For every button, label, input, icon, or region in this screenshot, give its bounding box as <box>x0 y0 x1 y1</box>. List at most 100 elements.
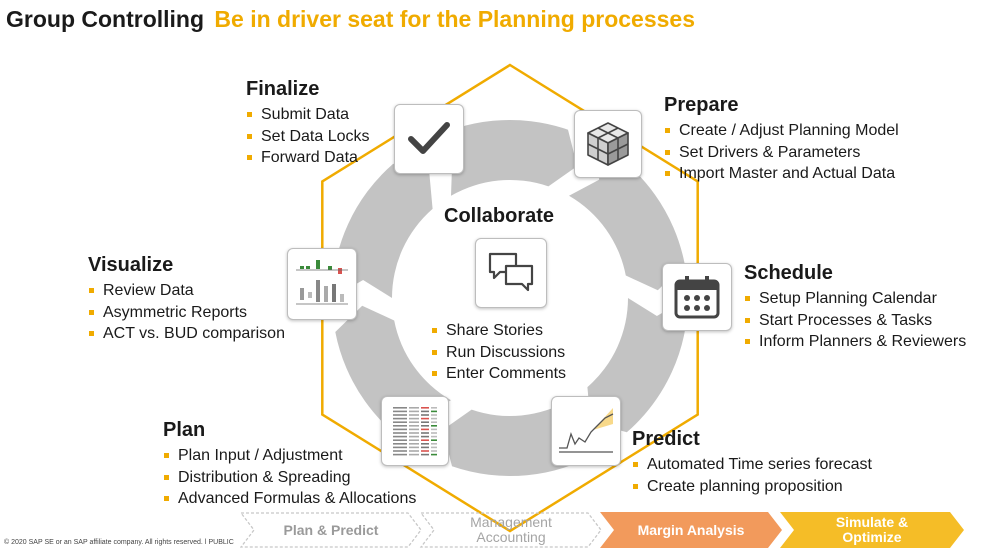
grid-cell <box>431 439 437 441</box>
list-item: Enter Comments <box>431 363 566 385</box>
grid-cell <box>421 421 429 423</box>
grid-cell <box>421 425 429 427</box>
report-bar <box>328 266 332 270</box>
grid-cell <box>431 428 437 431</box>
grid-cell <box>393 410 407 413</box>
report-bar <box>324 286 328 302</box>
step-plan-predict[interactable]: Plan & Predict <box>240 512 422 548</box>
schedule-block: Schedule Setup Planning Calendar Start P… <box>744 262 966 353</box>
list-item: Share Stories <box>431 320 566 342</box>
grid-cell <box>409 410 419 413</box>
report-bar <box>332 284 336 302</box>
grid-cell <box>421 446 429 449</box>
predict-title: Predict <box>632 428 700 450</box>
grid-cell <box>393 446 407 449</box>
grid-cell <box>393 421 407 423</box>
report-bar <box>300 288 304 300</box>
collaborate-list: Share Stories Run Discussions Enter Comm… <box>431 320 566 385</box>
list-item: Forward Data <box>246 147 370 169</box>
grid-cell <box>393 428 407 431</box>
report-bar <box>316 260 320 269</box>
step-label-line: Management <box>470 514 552 530</box>
grid-cell <box>409 439 419 441</box>
finalize-title: Finalize <box>246 78 320 100</box>
finalize-tile <box>394 104 464 174</box>
grid-cell <box>421 453 429 456</box>
grid-cell <box>431 446 437 449</box>
prepare-block: Prepare Create / Adjust Planning Model S… <box>664 94 899 185</box>
grid-cell <box>421 410 429 413</box>
report-bar <box>316 280 320 302</box>
step-management-accounting[interactable]: Management Accounting <box>420 512 602 548</box>
grid-cell <box>421 428 429 431</box>
grid-cell <box>431 453 437 456</box>
plan-title: Plan <box>163 419 206 441</box>
grid-cell <box>393 453 407 456</box>
step-margin-analysis[interactable]: Margin Analysis <box>600 512 782 548</box>
list-item: Setup Planning Calendar <box>744 288 966 310</box>
grid-cell <box>409 414 419 416</box>
cycle-arrow-segment <box>569 143 685 291</box>
collaborate-tile <box>475 238 547 308</box>
planning-grid-icon <box>393 407 437 456</box>
grid-cell <box>393 425 407 427</box>
grid-cell <box>431 443 437 445</box>
grid-cell <box>393 435 407 438</box>
grid-cell <box>431 410 437 413</box>
title-main: Group Controlling <box>6 6 205 32</box>
grid-cell <box>421 443 429 445</box>
cube-icon <box>587 122 629 166</box>
step-label: Plan & Predict <box>283 521 379 538</box>
grid-cell <box>431 432 437 434</box>
plan-tile <box>381 396 449 466</box>
list-item: Create / Adjust Planning Model <box>664 120 899 142</box>
grid-cell <box>409 417 419 420</box>
report-bar <box>300 266 304 269</box>
grid-cell <box>393 450 407 452</box>
grid-cell <box>431 417 437 420</box>
plan-block: Plan Plan Input / Adjustment Distributio… <box>163 419 416 510</box>
grid-cell <box>409 446 419 449</box>
grid-cell <box>409 407 419 409</box>
grid-cell <box>421 432 429 434</box>
predict-list: Automated Time series forecast Create pl… <box>632 454 872 497</box>
step-label: Management Accounting <box>470 515 552 545</box>
checkmark-icon <box>408 122 450 154</box>
steps-outline <box>240 512 602 548</box>
list-item: Asymmetric Reports <box>88 302 285 324</box>
grid-cell <box>393 439 407 441</box>
grid-cell <box>409 435 419 438</box>
grid-cell <box>421 407 429 409</box>
grid-cell <box>409 443 419 445</box>
grid-cell <box>431 435 437 438</box>
step-label-line: Optimize <box>842 529 902 545</box>
report-bar <box>338 268 342 274</box>
list-item: Review Data <box>88 280 285 302</box>
prepare-tile <box>574 110 642 178</box>
list-item: Import Master and Actual Data <box>664 163 899 185</box>
collaborate-block: Share Stories Run Discussions Enter Comm… <box>431 320 566 385</box>
list-item: Advanced Formulas & Allocations <box>163 488 416 510</box>
grid-cell <box>431 425 437 427</box>
grid-cell <box>421 450 429 452</box>
grid-cell <box>393 432 407 434</box>
list-item: Run Discussions <box>431 342 566 364</box>
grid-cell <box>431 407 437 409</box>
list-item: Inform Planners & Reviewers <box>744 331 966 353</box>
grid-cell <box>409 432 419 434</box>
grid-cell <box>393 417 407 420</box>
grid-cell <box>431 421 437 423</box>
finalize-block: Finalize Submit Data Set Data Locks Forw… <box>246 78 370 169</box>
schedule-tile <box>662 263 732 331</box>
grid-cell <box>421 417 429 420</box>
list-item: Create planning proposition <box>632 476 872 498</box>
grid-cell <box>409 421 419 423</box>
step-simulate-optimize[interactable]: Simulate & Optimize <box>780 512 964 548</box>
visualize-block: Visualize Review Data Asymmetric Reports… <box>88 254 285 345</box>
grid-cell <box>409 428 419 431</box>
cycle-arrow-segment <box>332 163 433 298</box>
page-title: Group Controlling Be in driver seat for … <box>6 6 695 33</box>
list-item: Automated Time series forecast <box>632 454 872 476</box>
grid-cell <box>421 435 429 438</box>
collaborate-title: Collaborate <box>444 205 555 227</box>
